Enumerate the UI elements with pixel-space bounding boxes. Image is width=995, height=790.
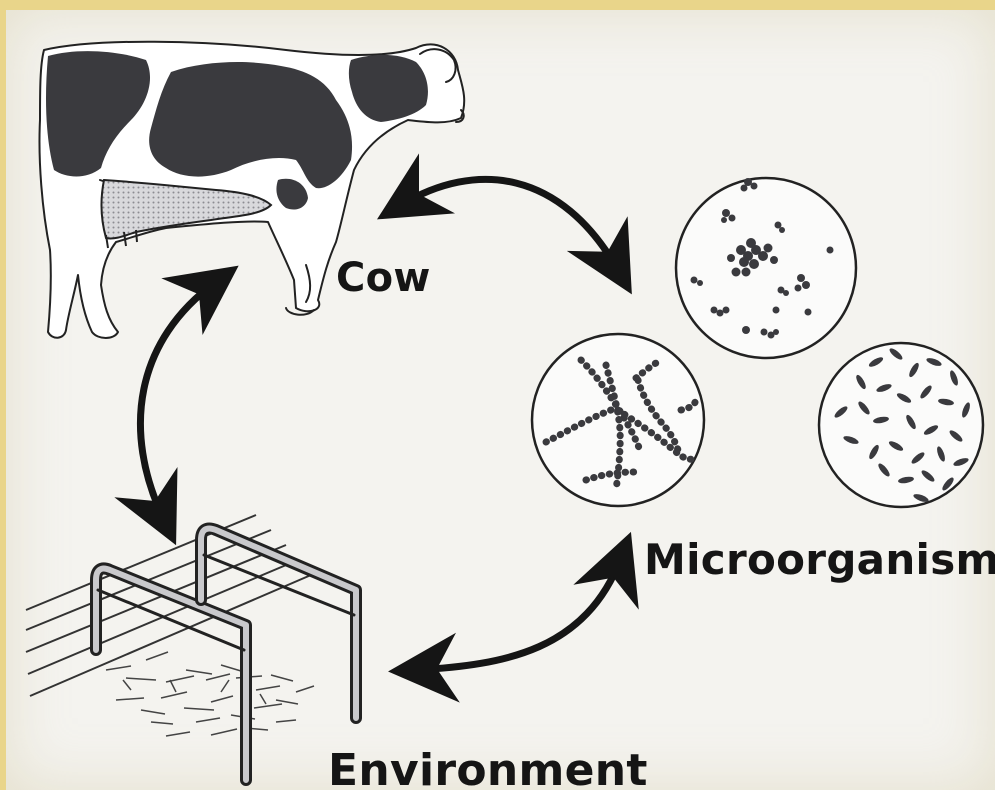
bacilli-circle	[819, 343, 983, 507]
environment-label: Environment	[328, 745, 648, 790]
arrow-environment-microorganisms	[416, 558, 621, 670]
microorganisms-label: Microorganisms	[644, 535, 995, 584]
stall-icon	[26, 515, 356, 780]
microbe-icon	[532, 178, 983, 507]
cow-label: Cow	[336, 255, 431, 301]
diagram-canvas	[6, 10, 995, 790]
cocci-circle	[676, 178, 856, 358]
arrow-cow-microorganisms	[401, 179, 618, 270]
arrow-cow-environment	[140, 282, 216, 520]
chain-circle	[532, 334, 704, 506]
diagram-page: Cow Microorganisms Environment	[6, 10, 995, 790]
